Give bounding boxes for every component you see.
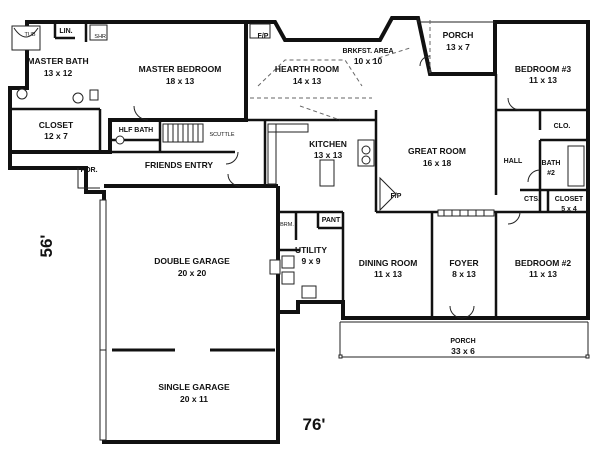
hearth-room-size: 14 x 13 xyxy=(293,76,322,86)
utility-name: UTILITY xyxy=(295,245,327,255)
porch-top-name: PORCH xyxy=(443,30,474,40)
cts-label: CTS. xyxy=(524,196,540,203)
bedroom-3-name: BEDROOM #3 xyxy=(515,64,571,74)
bedroom-2-size: 11 x 13 xyxy=(529,269,557,279)
closet-name: CLOSET xyxy=(39,120,74,130)
friends-entry-label: FRIENDS ENTRY xyxy=(145,160,213,170)
closet-2-size: 5 x 4 xyxy=(561,206,577,213)
closet-size: 12 x 7 xyxy=(44,131,68,141)
width-dimension: 76' xyxy=(303,415,326,434)
bath-2-number: #2 xyxy=(547,170,555,177)
great-room-name: GREAT ROOM xyxy=(408,146,466,156)
breakfast-area-size: 10 x 10 xyxy=(354,56,383,66)
linen-label: LIN. xyxy=(59,28,72,35)
front-porch-size: 33 x 6 xyxy=(451,346,475,356)
great-room-size: 16 x 18 xyxy=(423,158,452,168)
broom-closet-label: BRM. xyxy=(280,222,294,228)
por-label: POR. xyxy=(80,167,97,174)
dining-room-name: DINING ROOM xyxy=(359,258,418,268)
garage-details xyxy=(99,199,281,441)
dining-room-size: 11 x 13 xyxy=(374,269,402,279)
porches xyxy=(77,18,590,359)
double-garage-name: DOUBLE GARAGE xyxy=(154,256,230,266)
pantry-label: PANT xyxy=(322,217,341,224)
shower-label: SHR. xyxy=(94,34,108,40)
single-garage-name: SINGLE GARAGE xyxy=(158,382,230,392)
breakfast-area-name: BRKFST. AREA xyxy=(342,48,393,55)
kitchen-size: 13 x 13 xyxy=(314,150,343,160)
utility-size: 9 x 9 xyxy=(302,256,321,266)
fireplace-label-1: F/P xyxy=(258,33,269,40)
tub-label: TUB xyxy=(25,32,36,38)
door-swings xyxy=(133,55,541,319)
closet-2-name: CLOSET xyxy=(555,196,584,203)
hall-label: HALL xyxy=(504,158,523,165)
interior-walls xyxy=(10,22,588,318)
double-garage-size: 20 x 20 xyxy=(178,268,207,278)
master-bedroom-name: MASTER BEDROOM xyxy=(139,64,222,74)
fixtures xyxy=(11,23,585,299)
hearth-room-name: HEARTH ROOM xyxy=(275,64,339,74)
master-bath-size: 13 x 12 xyxy=(44,68,73,78)
stairs xyxy=(162,123,204,143)
half-bath-label: HLF BATH xyxy=(119,127,153,134)
bedroom-2-name: BEDROOM #2 xyxy=(515,258,571,268)
bath-2-name: BATH xyxy=(542,160,561,167)
columns xyxy=(437,209,495,217)
kitchen-name: KITCHEN xyxy=(309,139,347,149)
foyer-size: 8 x 13 xyxy=(452,269,476,279)
master-bedroom-size: 18 x 13 xyxy=(166,76,195,86)
porch-top-size: 13 x 7 xyxy=(446,42,470,52)
clo-label: CLO. xyxy=(554,123,571,130)
single-garage-size: 20 x 11 xyxy=(180,394,208,404)
vaulted-outlines xyxy=(250,47,411,121)
fireplace-label-2: F/P xyxy=(391,193,402,200)
bedroom-3-size: 11 x 13 xyxy=(529,75,557,85)
front-porch-name: PORCH xyxy=(450,338,475,345)
master-bath-name: MASTER BATH xyxy=(27,56,88,66)
scuttle-label: SCUTTLE xyxy=(209,132,234,138)
foyer-name: FOYER xyxy=(449,258,478,268)
depth-dimension: 56' xyxy=(37,235,56,258)
